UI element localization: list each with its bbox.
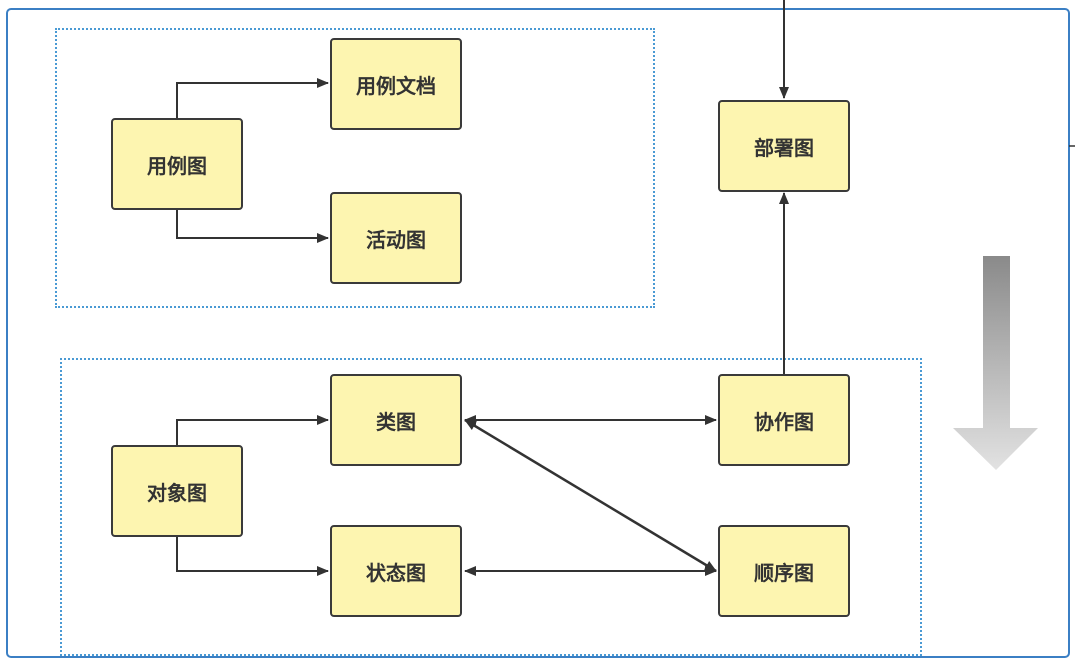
design-group xyxy=(60,358,922,656)
edge-class-sequence xyxy=(464,418,717,573)
down-arrow-icon xyxy=(953,256,1038,470)
node-state-diagram: 状态图 xyxy=(330,525,462,617)
node-sequence-diagram: 顺序图 xyxy=(718,525,850,617)
edge-object-to-class xyxy=(176,415,329,445)
node-collaboration-diagram: 协作图 xyxy=(718,374,850,466)
node-usecase-diagram: 用例图 xyxy=(111,118,243,210)
edge-usecase-to-activity xyxy=(176,210,329,243)
node-activity-diagram: 活动图 xyxy=(330,192,462,284)
node-deployment-diagram: 部署图 xyxy=(718,100,850,192)
outer-frame xyxy=(6,8,1070,658)
node-object-diagram: 对象图 xyxy=(111,445,243,537)
edge-usecase-to-doc xyxy=(176,78,329,118)
node-usecase-doc: 用例文档 xyxy=(330,38,462,130)
edge-object-to-state xyxy=(176,537,329,576)
requirements-group xyxy=(55,28,655,308)
node-class-diagram: 类图 xyxy=(330,374,462,466)
